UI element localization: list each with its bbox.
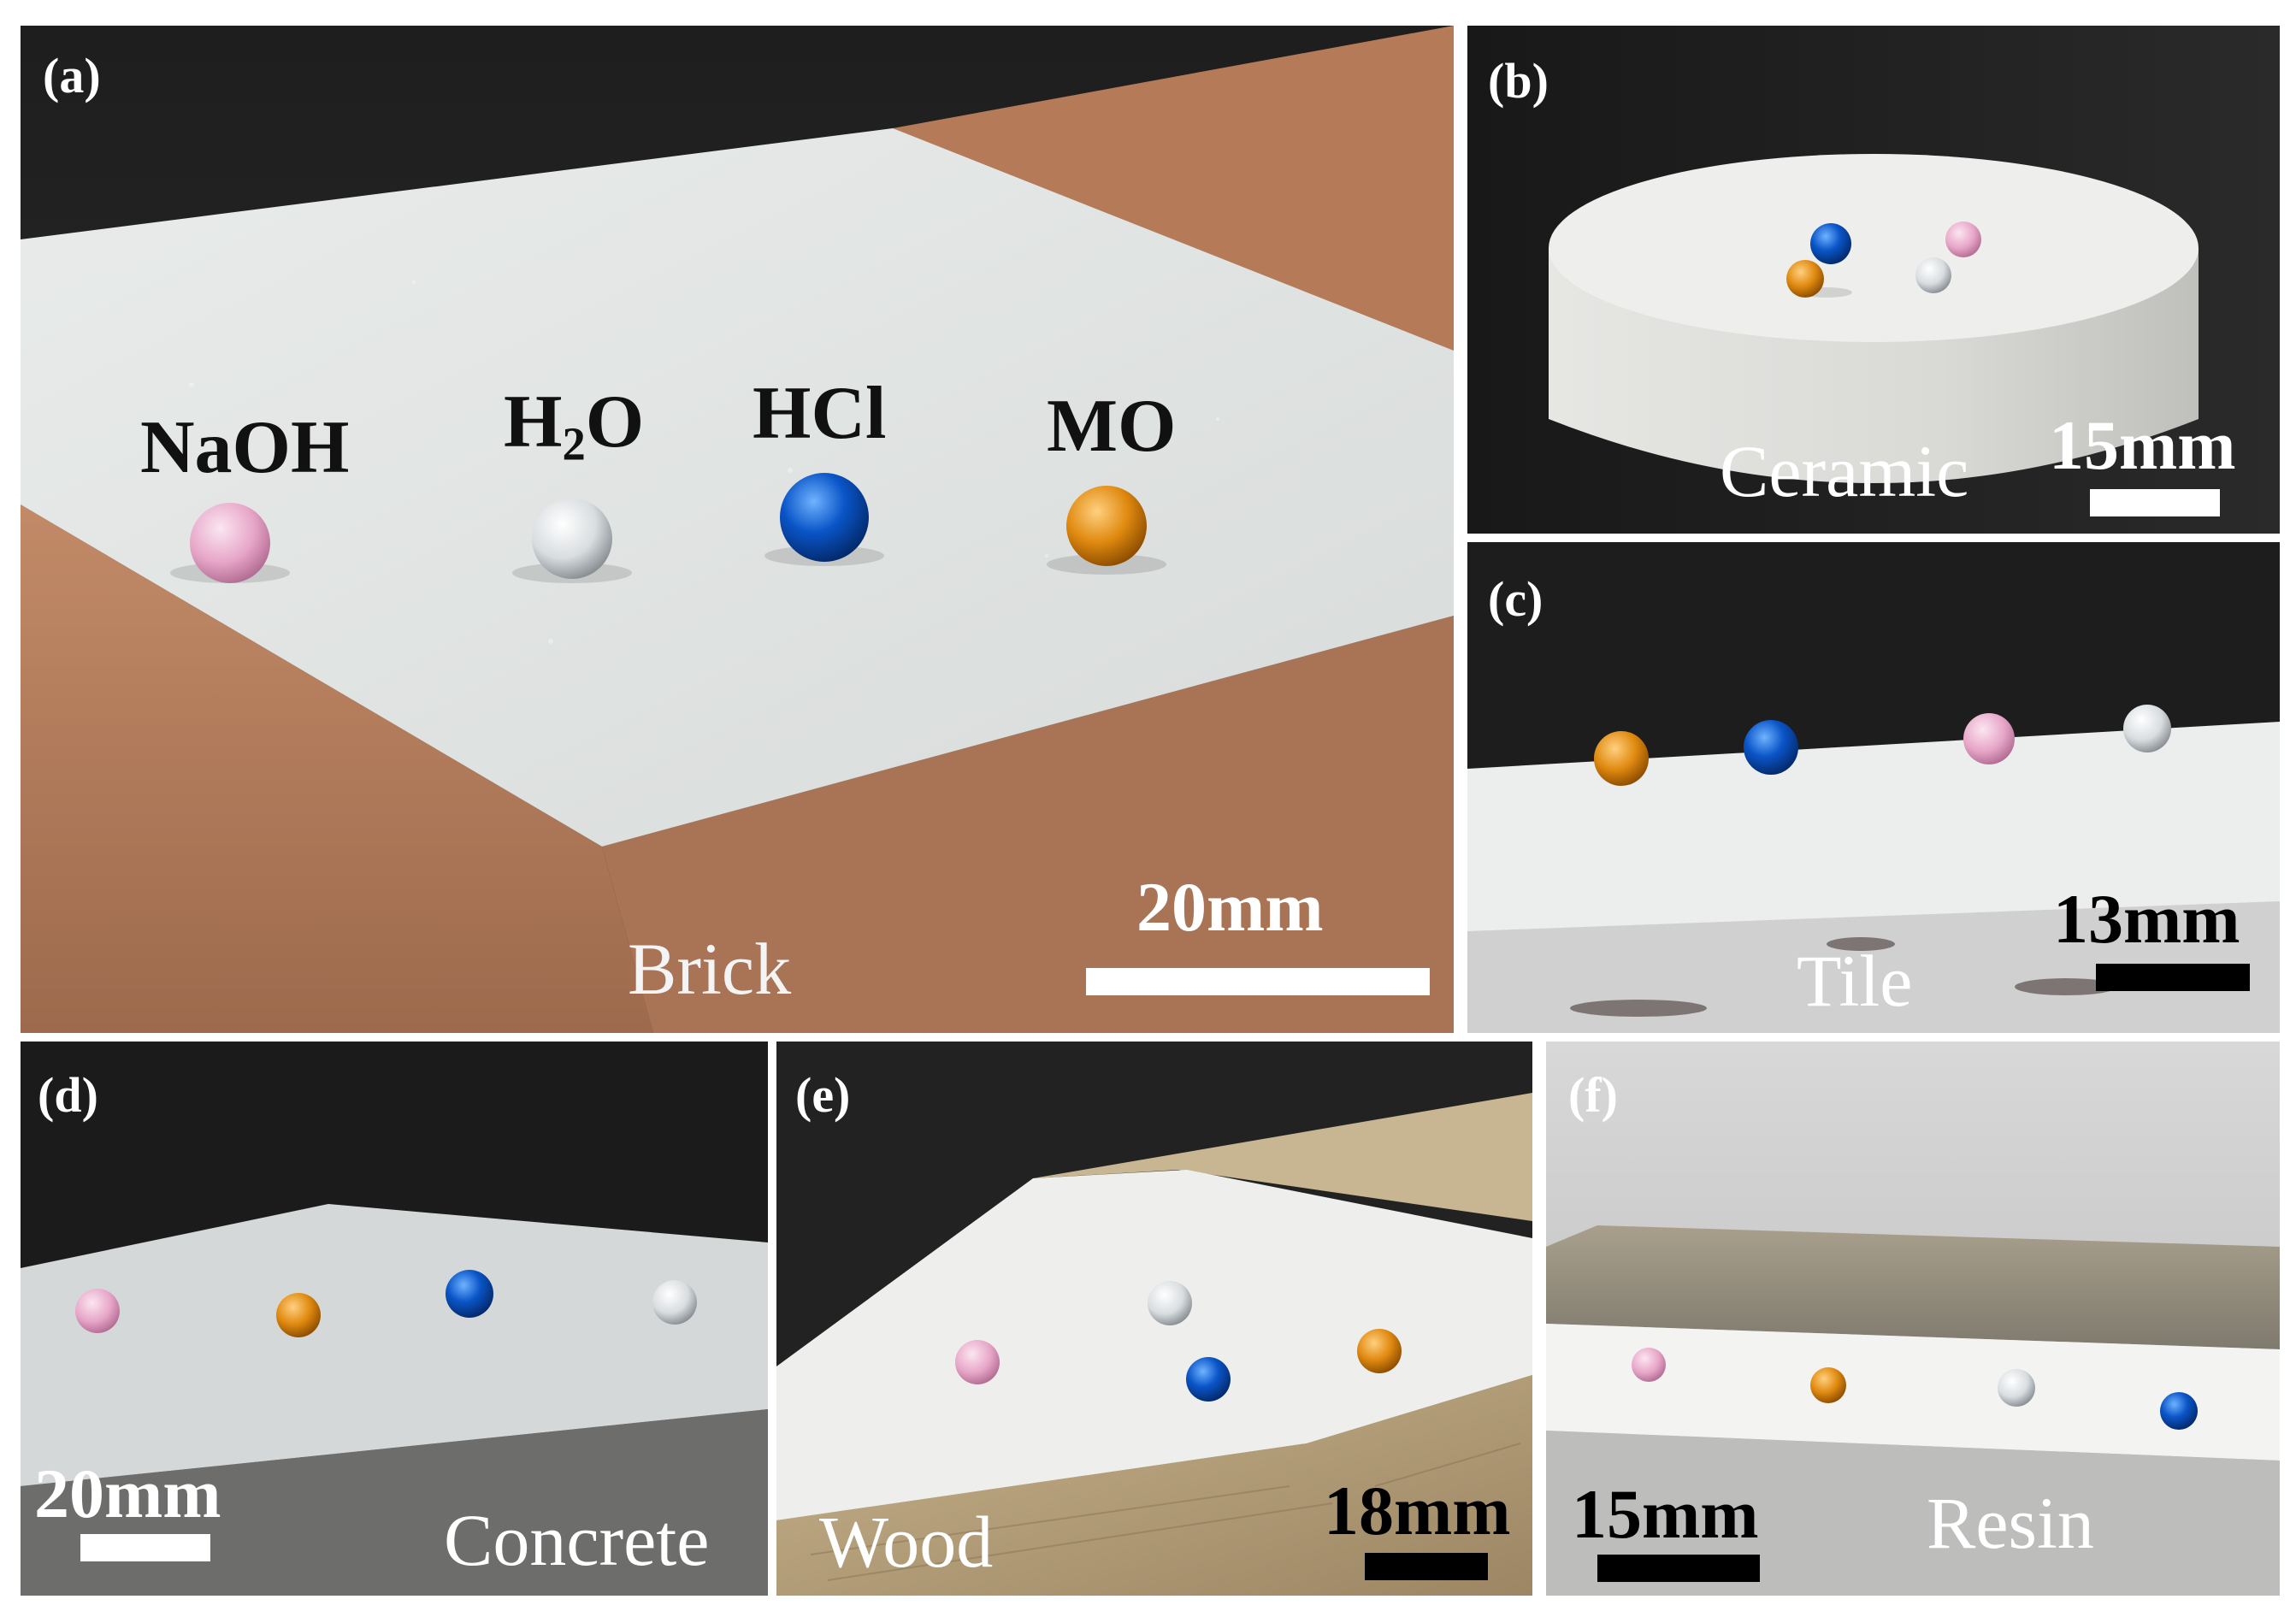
scale-bar [2096, 964, 2250, 991]
scale-bar [2090, 489, 2220, 516]
hcl-drop [2160, 1392, 2198, 1430]
panel-e-wood: (e) Wood 18mm [776, 1042, 1532, 1596]
hcl-drop [1810, 223, 1851, 264]
hcl-drop [1186, 1357, 1231, 1402]
panel-label: (f) [1568, 1067, 1618, 1123]
mo-label: MO [1047, 385, 1177, 468]
water-drop [1998, 1369, 2035, 1407]
water-drop [2123, 705, 2171, 752]
panel-label: (a) [43, 48, 101, 103]
panel-d-concrete: (d) Concrete 20mm [21, 1042, 768, 1596]
scale-label: 20mm [1136, 868, 1324, 946]
water-drop [1148, 1281, 1192, 1325]
panel-b-ceramic: (b) Ceramic 15mm [1467, 26, 2280, 534]
material-label: Brick [628, 928, 792, 1010]
mo-drop [1810, 1367, 1846, 1403]
panel-a-brick: (a) NaOH H2O HCl MO Brick 20mm [21, 26, 1454, 1033]
scale-bar [1365, 1553, 1488, 1580]
tile-photo [1467, 542, 2280, 1033]
mo-drop [1786, 260, 1824, 298]
ceramic-photo [1467, 26, 2280, 534]
naoh-drop [1945, 221, 1981, 257]
naoh-drop [75, 1289, 120, 1333]
scale-label: 13mm [2053, 880, 2240, 958]
brick-photo [21, 26, 1454, 1033]
hcl-drop [446, 1270, 493, 1318]
water-drop [1915, 257, 1951, 293]
hcl-label: HCl [753, 372, 887, 455]
naoh-label: NaOH [140, 406, 350, 489]
panel-f-resin: (f) Resin 15mm [1546, 1042, 2280, 1596]
water-drop [532, 499, 612, 579]
scale-label: 15mm [1572, 1475, 1759, 1553]
hcl-drop [1744, 720, 1798, 775]
material-label: Tile [1797, 940, 1913, 1022]
mo-drop [276, 1293, 321, 1337]
scale-label: 18mm [1324, 1472, 1511, 1549]
scale-bar [1086, 968, 1430, 995]
scale-label: 15mm [2049, 406, 2236, 484]
scale-bar [1597, 1555, 1760, 1582]
panel-label: (e) [795, 1067, 851, 1123]
material-label: Wood [819, 1501, 994, 1583]
mo-drop [1357, 1329, 1402, 1373]
resin-photo [1546, 1042, 2280, 1596]
panel-label: (d) [38, 1067, 98, 1123]
panel-c-tile: (c) Tile 13mm [1467, 542, 2280, 1033]
naoh-drop [190, 503, 270, 583]
concrete-photo [21, 1042, 768, 1596]
mo-drop [1066, 486, 1147, 566]
wood-photo [776, 1042, 1532, 1596]
material-label: Ceramic [1720, 430, 1969, 512]
scale-bar [80, 1534, 210, 1561]
water-drop [652, 1280, 697, 1325]
h2o-label: H2O [504, 381, 645, 470]
panel-label: (b) [1488, 53, 1549, 109]
hcl-drop [780, 473, 869, 562]
scale-label: 20mm [34, 1455, 221, 1532]
naoh-drop [1963, 713, 2015, 764]
naoh-drop [1632, 1348, 1666, 1382]
material-label: Concrete [444, 1499, 710, 1581]
material-label: Resin [1927, 1482, 2094, 1564]
naoh-drop [955, 1340, 1000, 1384]
panel-label: (c) [1488, 571, 1543, 627]
mo-drop [1594, 731, 1649, 786]
